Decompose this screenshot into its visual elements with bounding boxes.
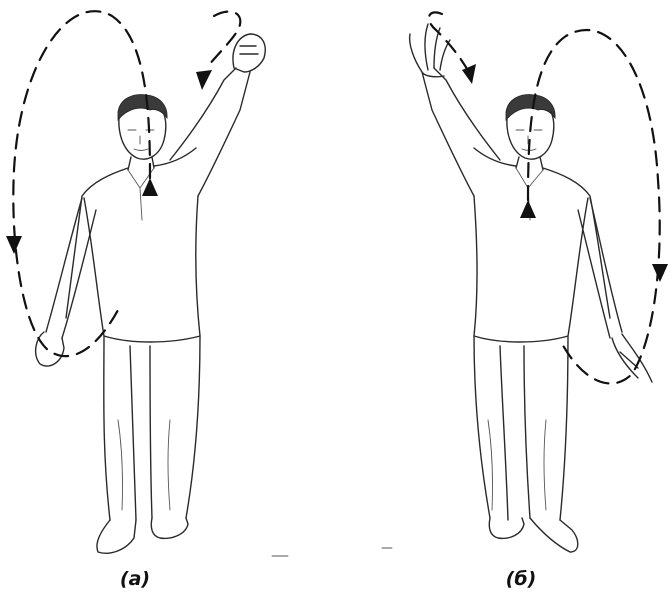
figure-a-legs bbox=[104, 336, 200, 520]
figure-a-head bbox=[119, 112, 166, 159]
figure-b-raised-arm bbox=[422, 68, 500, 196]
figure-a-lowered-arm bbox=[46, 198, 96, 338]
figure-a-hair bbox=[118, 95, 167, 120]
figure-a-arrow-down-left bbox=[6, 236, 22, 254]
figure-b-trajectory-right-loop bbox=[528, 30, 660, 383]
figure-b-arrow-down-right bbox=[652, 264, 668, 282]
figure-b-head bbox=[507, 112, 554, 159]
figure-b-trajectory-left-arc bbox=[429, 12, 470, 74]
figure-b-open-hand bbox=[410, 24, 450, 77]
figure-a-arrow-down-right bbox=[196, 70, 212, 90]
figure-b bbox=[410, 12, 668, 552]
figure-b-arrow-up-center bbox=[520, 200, 536, 218]
figure-b-hair bbox=[506, 95, 555, 120]
figure-b-legs bbox=[474, 336, 568, 520]
figure-a-raised-arm bbox=[170, 68, 250, 196]
figure-a bbox=[6, 11, 265, 553]
figure-a-arrow-up-center bbox=[142, 178, 158, 196]
figure-a-fist bbox=[233, 34, 265, 72]
panel-b-caption: (б) bbox=[481, 568, 561, 590]
figure-b-arrow-down-left bbox=[462, 64, 476, 84]
figure-b-torso bbox=[474, 148, 610, 342]
panel-a-caption: (а) bbox=[95, 568, 175, 590]
figure-a-trajectory-right-arc bbox=[208, 12, 240, 66]
figure-a-trajectory-left-loop bbox=[13, 11, 150, 356]
figure-b-feet bbox=[489, 518, 577, 552]
figure-a-feet bbox=[97, 518, 188, 553]
